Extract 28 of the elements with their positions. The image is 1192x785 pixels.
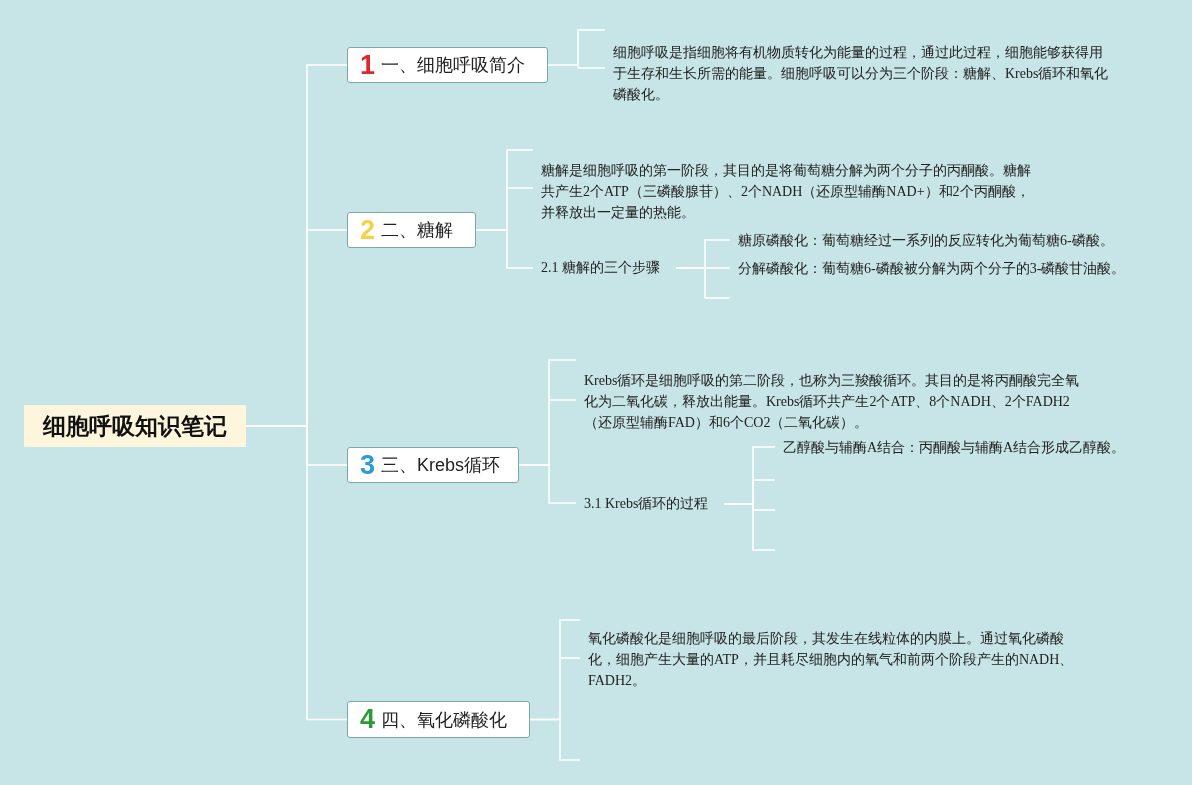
description-text: 糖解是细胞呼吸的第一阶段，其目的是将葡萄糖分解为两个分子的丙酮酸。糖解共产生2个ATP（三磷酸腺苷）、2个NADH（还原型辅酶NAD+）和2个丙酮酸，并释放出一定量的热能。 (533, 160, 1041, 223)
topic-number: 3 (360, 449, 376, 481)
topic-box (347, 47, 548, 83)
topic-title: 四、氧化磷酸化 (381, 708, 508, 732)
topic-box (347, 701, 530, 738)
step-text: 分解磷酸化：葡萄糖6-磷酸被分解为两个分子的3-磷酸甘油酸。 (730, 259, 1170, 279)
branch-line (475, 229, 534, 269)
branch-line (529, 718, 581, 761)
description-text: Krebs循环是细胞呼吸的第二阶段，也称为三羧酸循环。其目的是将丙酮酸完全氧化为二氧化碳，释放出能量。Krebs循环共产生2个ATP、8个NADH、2个FADH2（还原型辅酶FAD）和6个CO2（二氧化碳）。 (576, 370, 1084, 433)
topic-title: 三、Krebs循环 (381, 454, 501, 477)
title-box: 细胞呼吸知识笔记 (24, 405, 246, 447)
branch-line (675, 267, 731, 299)
branch-line (723, 503, 776, 551)
step-text: 糖原磷酸化：葡萄糖经过一系列的反应转化为葡萄糖6-磷酸。 (730, 231, 1170, 251)
topic-title: 二、糖解 (381, 219, 454, 242)
step-text: 2.1 糖解的三个步骤 (533, 258, 676, 278)
topic-number: 2 (360, 214, 376, 246)
topic-box (347, 447, 519, 483)
topic-box (347, 212, 476, 248)
topic-number: 4 (360, 704, 376, 735)
description-text: 细胞呼吸是指细胞将有机物质转化为能量的过程，通过此过程，细胞能够获得用于生存和生长所需的能量。细胞呼吸可以分为三个阶段：糖解、Krebs循环和氧化磷酸化。 (605, 42, 1110, 105)
step-text: 乙醇酸与辅酶A结合：丙酮酸与辅酶A结合形成乙醇酸。 (775, 438, 1165, 458)
topic-title: 一、细胞呼吸简介 (381, 54, 526, 77)
branch-line (547, 29, 606, 69)
step-text: 3.1 Krebs循环的过程 (576, 494, 724, 514)
description-text: 氧化磷酸化是细胞呼吸的最后阶段，其发生在线粒体的内膜上。通过氧化磷酸化，细胞产生大量的ATP，并且耗尽细胞内的氧气和前两个阶段产生的NADH、FADH2。 (580, 628, 1085, 691)
topic-number: 1 (360, 49, 376, 81)
branch-line (518, 464, 577, 504)
